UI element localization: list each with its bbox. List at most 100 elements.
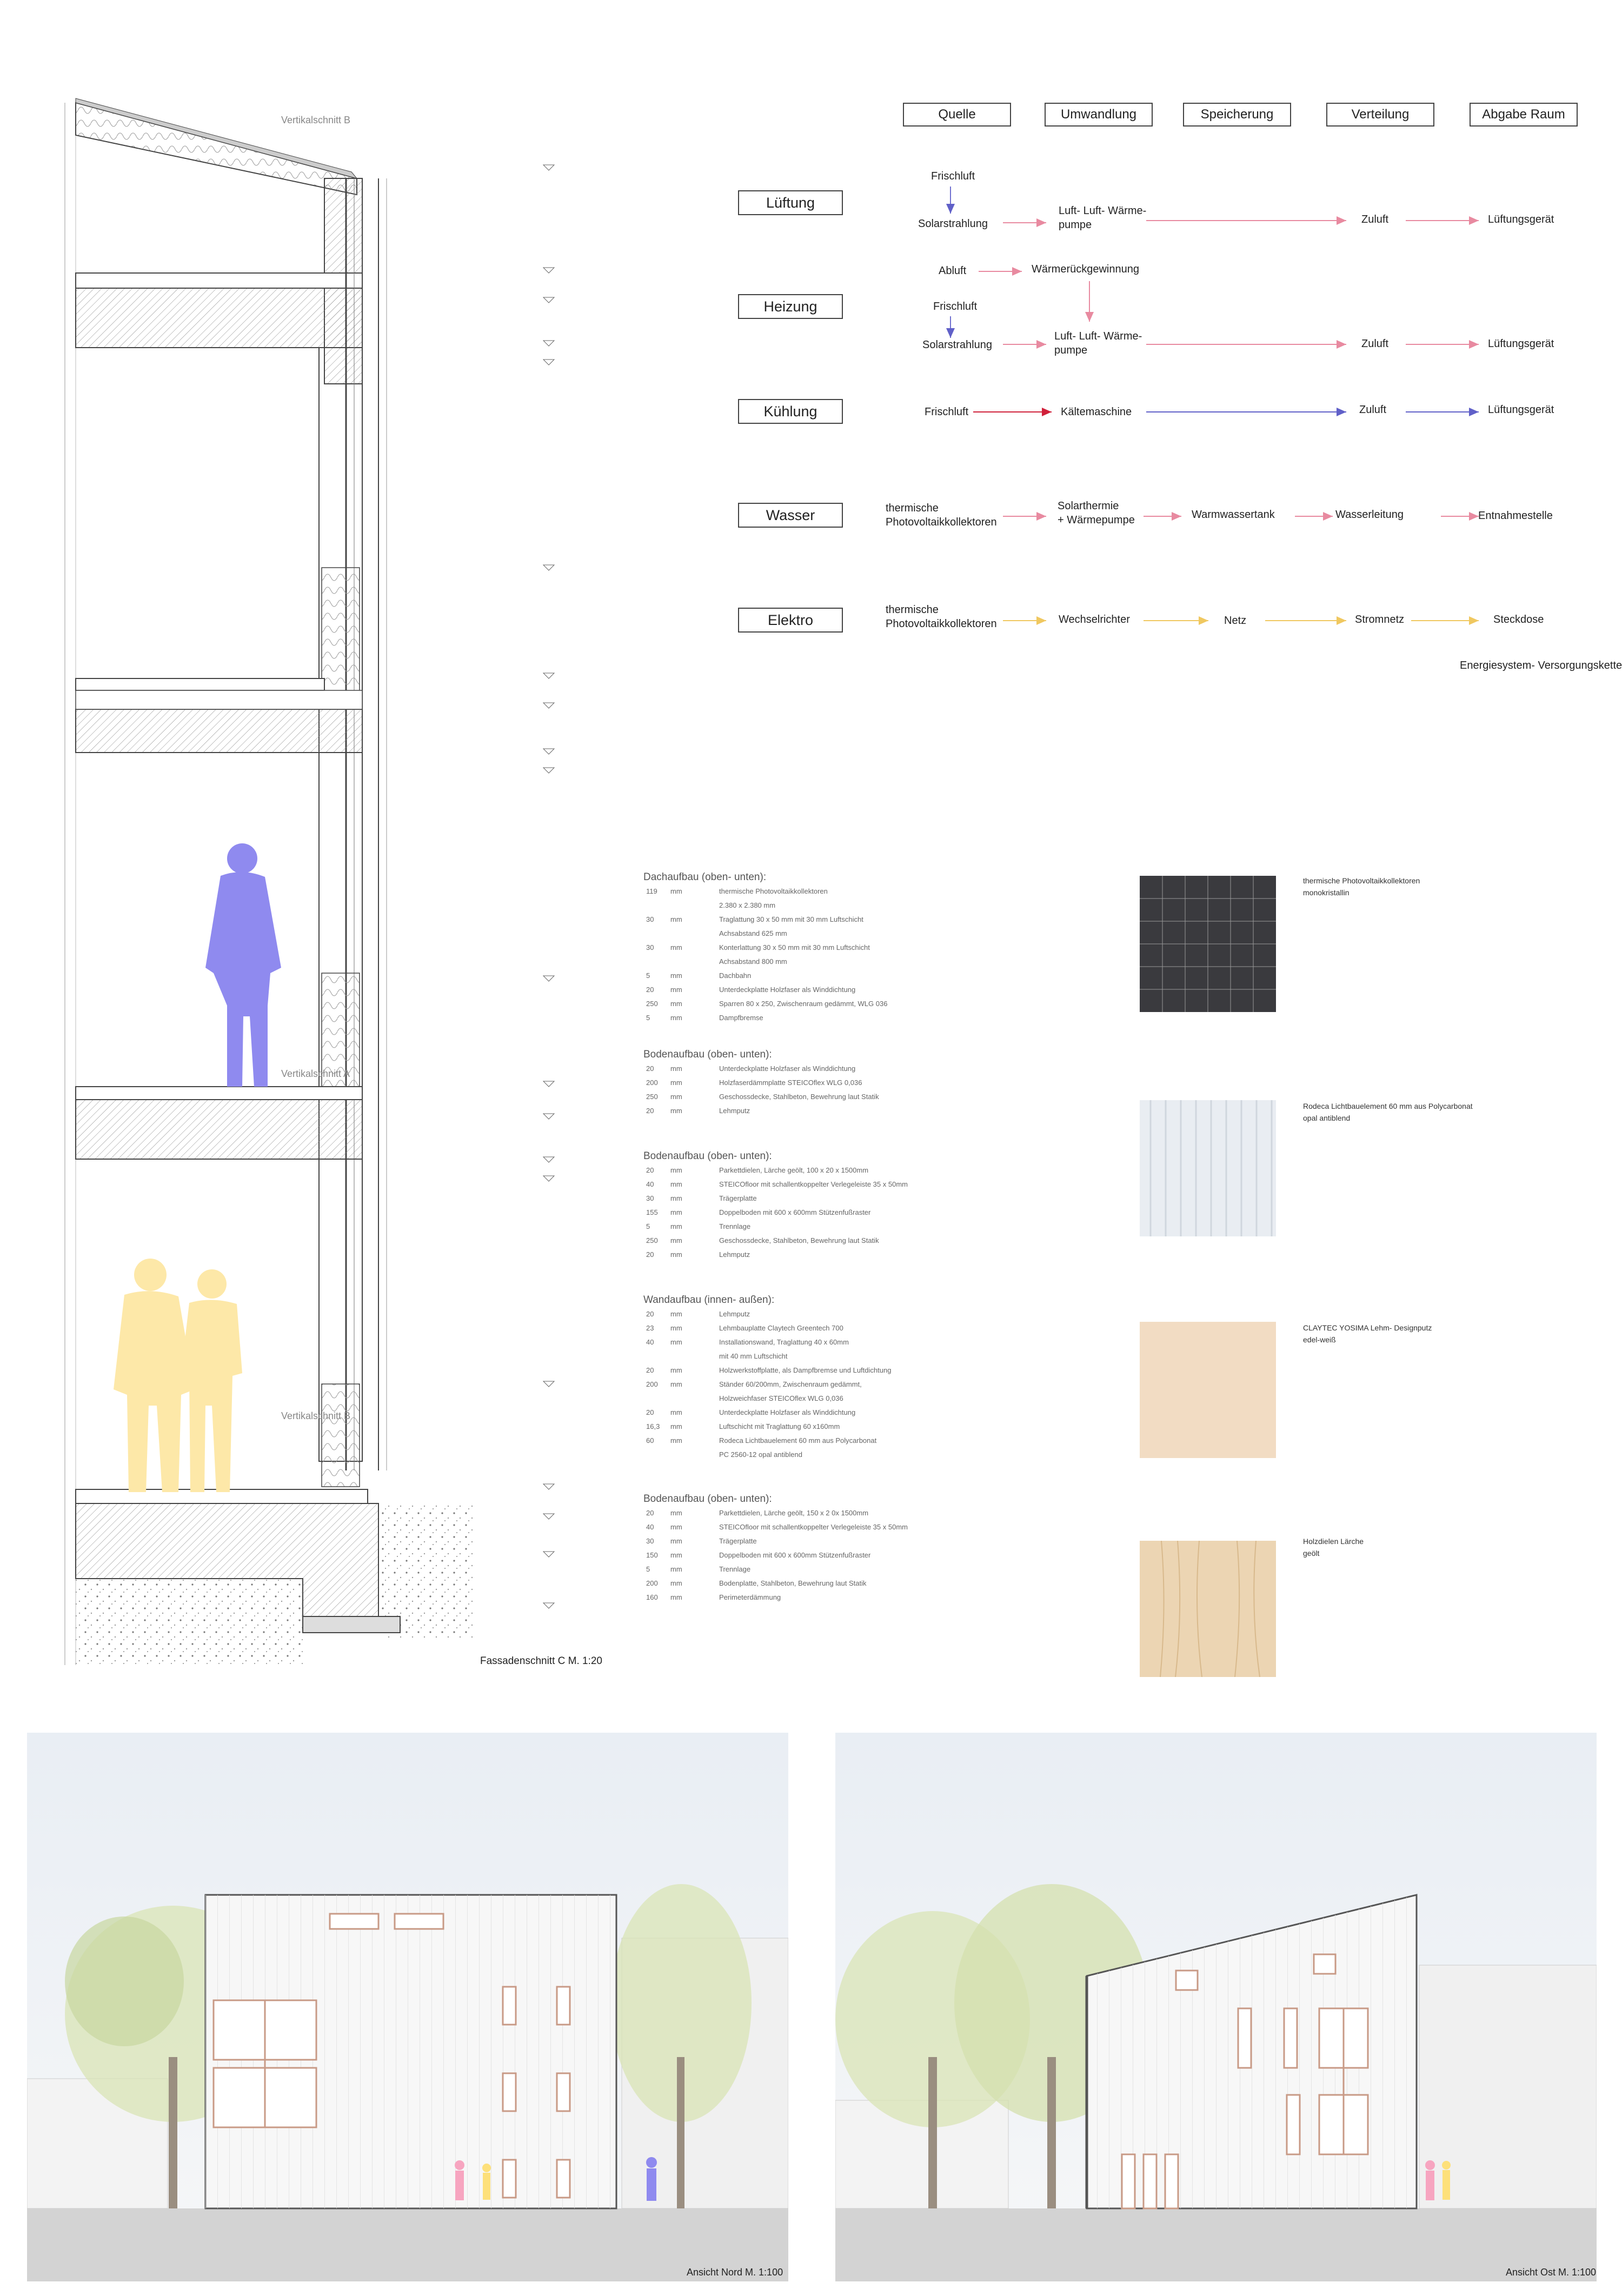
spec-cell: mm <box>670 1000 682 1008</box>
spec-cell: mm <box>670 1593 682 1601</box>
spec-cell: 119 <box>646 887 657 895</box>
spec-cell: mm <box>670 1194 682 1202</box>
material-wood-line1: Holzdielen Lärche <box>1303 1537 1364 1546</box>
spec-cell: mm <box>670 1208 682 1216</box>
spec-cell: mm <box>670 1250 682 1259</box>
spec-cell: 155 <box>646 1208 658 1216</box>
spec-row: mit 40 mm Luftschicht <box>646 1349 787 1363</box>
spec-cell: mm <box>670 1436 682 1445</box>
header-speicherung: Speicherung <box>1183 103 1291 127</box>
wasser-solarthermie-1: Solarthermie <box>1058 500 1119 512</box>
lueftung-waermepumpe-2: pumpe <box>1059 219 1092 231</box>
spec-cell: mm <box>670 1509 682 1517</box>
spec-cell: 5 <box>646 971 650 980</box>
material-label-wood: Holzdielen Lärche geölt <box>1303 1535 1364 1559</box>
category-lueftung: Lüftung <box>738 190 843 215</box>
section-caption: Fassadenschnitt C M. 1:20 <box>480 1655 602 1667</box>
spec-title-2: Bodenaufbau (oben- unten): <box>643 1150 772 1162</box>
material-poly-line2: opal antiblend <box>1303 1114 1351 1122</box>
elektro-stromnetz: Stromnetz <box>1355 614 1405 625</box>
swatch-polycarbonate <box>1140 1100 1276 1236</box>
spec-cell: 20 <box>646 1107 654 1115</box>
spec-cell: mm <box>670 971 682 980</box>
spec-cell: Holzwerkstoffplatte, als Dampfbremse und… <box>719 1366 892 1374</box>
spec-cell: STEICOfloor mit schallentkoppelter Verle… <box>719 1523 908 1531</box>
section-label-b-bottom: Vertikalschnitt B <box>281 1410 350 1421</box>
spec-cell: mm <box>670 1338 682 1346</box>
slab-middle-1 <box>75 678 325 691</box>
elektro-steckdose: Steckdose <box>1493 614 1544 625</box>
kuehlung-kaeltemaschine: Kältemaschine <box>1061 406 1132 418</box>
spec-cell: 250 <box>646 1236 658 1245</box>
spec-cell: Lehmbauplatte Claytech Greentech 700 <box>719 1324 843 1332</box>
elevation-north-caption: Ansicht Nord M. 1:100 <box>687 2267 783 2278</box>
ground-soil <box>76 1579 303 1665</box>
spec-row: Achsabstand 625 mm <box>646 927 787 941</box>
spec-cell: Trägerplatte <box>719 1537 757 1545</box>
spec-cell: mm <box>670 1180 682 1188</box>
spec-row: 40 mm Installationswand, Traglattung 40 x … <box>646 1335 849 1349</box>
spec-cell: mm <box>670 1324 682 1332</box>
spec-cell: mm <box>670 1064 682 1073</box>
spec-cell: Trägerplatte <box>719 1194 757 1202</box>
spec-cell: mm <box>670 1380 682 1388</box>
spec-cell: Trennlage <box>719 1222 751 1230</box>
material-poly-line1: Rodeca Lichtbauelement 60 mm aus Polycar… <box>1303 1102 1473 1110</box>
kuehlung-frischluft: Frischluft <box>925 406 969 418</box>
spec-cell: 16,3 <box>646 1422 660 1430</box>
lueftung-waermepumpe-1: Luft- Luft- Wärme- <box>1059 205 1147 217</box>
spec-cell: 20 <box>646 1366 654 1374</box>
spec-cell: mm <box>670 1079 682 1087</box>
spec-cell: 40 <box>646 1338 654 1346</box>
spec-cell: 40 <box>646 1523 654 1531</box>
spec-cell: mm <box>670 1014 682 1022</box>
spec-cell: Ständer 60/200mm, Zwischenraum gedämmt, <box>719 1380 862 1388</box>
section-drawing: Vertikalschnitt B Vertikalschnitt A Vert… <box>64 98 555 1665</box>
swatch-clay-plaster <box>1140 1322 1276 1458</box>
person-silhouette-yellow <box>114 1259 242 1492</box>
spec-title-0: Dachaufbau (oben- unten): <box>643 871 767 883</box>
spec-cell: STEICOfloor mit schallentkoppelter Verle… <box>719 1180 908 1188</box>
spec-cell: 20 <box>646 1408 654 1416</box>
elevation-east: Ansicht Ost M. 1:100 <box>835 1733 1597 2281</box>
spec-cell: Bodenplatte, Stahlbeton, Bewehrung laut … <box>719 1579 867 1587</box>
section-label-b-top: Vertikalschnitt B <box>281 115 350 125</box>
spec-cell: Achsabstand 625 mm <box>719 929 787 937</box>
spec-cell: Traglattung 30 x 50 mm mit 30 mm Luftsch… <box>719 915 863 923</box>
lueftung-geraet: Lüftungsgerät <box>1488 214 1554 225</box>
wasser-leitung: Wasserleitung <box>1335 509 1404 521</box>
facade-section: Vertikalschnitt B Vertikalschnitt A Vert… <box>0 0 638 1700</box>
heizung-wrg: Wärmerückgewinnung <box>1032 263 1139 275</box>
wasser-solarthermie-2: + Wärmepumpe <box>1058 514 1135 526</box>
spec-cell: Perimeterdämmung <box>719 1593 781 1601</box>
spec-cell: Lehmputz <box>719 1107 750 1115</box>
spec-cell: mm <box>670 1408 682 1416</box>
spec-cell: Installationswand, Traglattung 40 x 60mm <box>719 1338 849 1346</box>
spec-cell: 250 <box>646 1000 658 1008</box>
spec-row: Holzweichfaser STEICOflex WLG 0,036 <box>646 1392 843 1406</box>
spec-row: Achsabstand 800 mm <box>646 955 787 969</box>
slab-upper <box>75 272 363 289</box>
spec-cell: Unterdeckplatte Holzfaser als Winddichtu… <box>719 1064 856 1073</box>
category-kuehlung: Kühlung <box>738 399 843 424</box>
section-label-a: Vertikalschnitt A <box>281 1068 350 1079</box>
spec-cell: mm <box>670 943 682 951</box>
spec-cell: Trennlage <box>719 1565 751 1573</box>
tree-right <box>611 1884 752 2208</box>
spec-cell: Unterdeckplatte Holzfaser als Winddichtu… <box>719 986 856 994</box>
spec-cell: 20 <box>646 1310 654 1318</box>
wasser-tank: Warmwassertank <box>1192 509 1275 521</box>
spec-row: 2.380 x 2.380 mm <box>646 899 775 913</box>
